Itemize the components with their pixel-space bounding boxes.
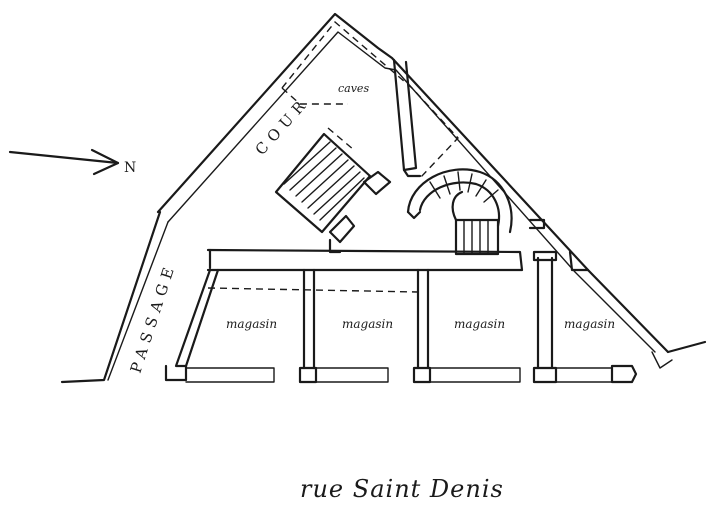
shop-fronts: [185, 367, 613, 383]
north-label: N: [124, 160, 136, 176]
north-arrow-icon: [8, 148, 120, 176]
spiral-staircase: [406, 168, 513, 256]
shop-label: magasin: [342, 317, 393, 331]
straight-staircase: [274, 132, 392, 254]
passage-label: PASSAGE: [127, 260, 180, 376]
court-label: COUR: [252, 93, 313, 158]
shop-label: magasin: [226, 317, 277, 331]
shop-partitions: [164, 250, 638, 384]
shop-label: magasin: [564, 317, 615, 331]
shop-label: magasin: [454, 317, 505, 331]
outer-walls: [60, 12, 707, 384]
cellar-label: caves: [338, 82, 369, 95]
inner-wall: [392, 58, 422, 178]
main-wall: [206, 218, 546, 272]
street-label: rue Saint Denis: [300, 475, 504, 503]
cellar-outline: [281, 20, 459, 179]
